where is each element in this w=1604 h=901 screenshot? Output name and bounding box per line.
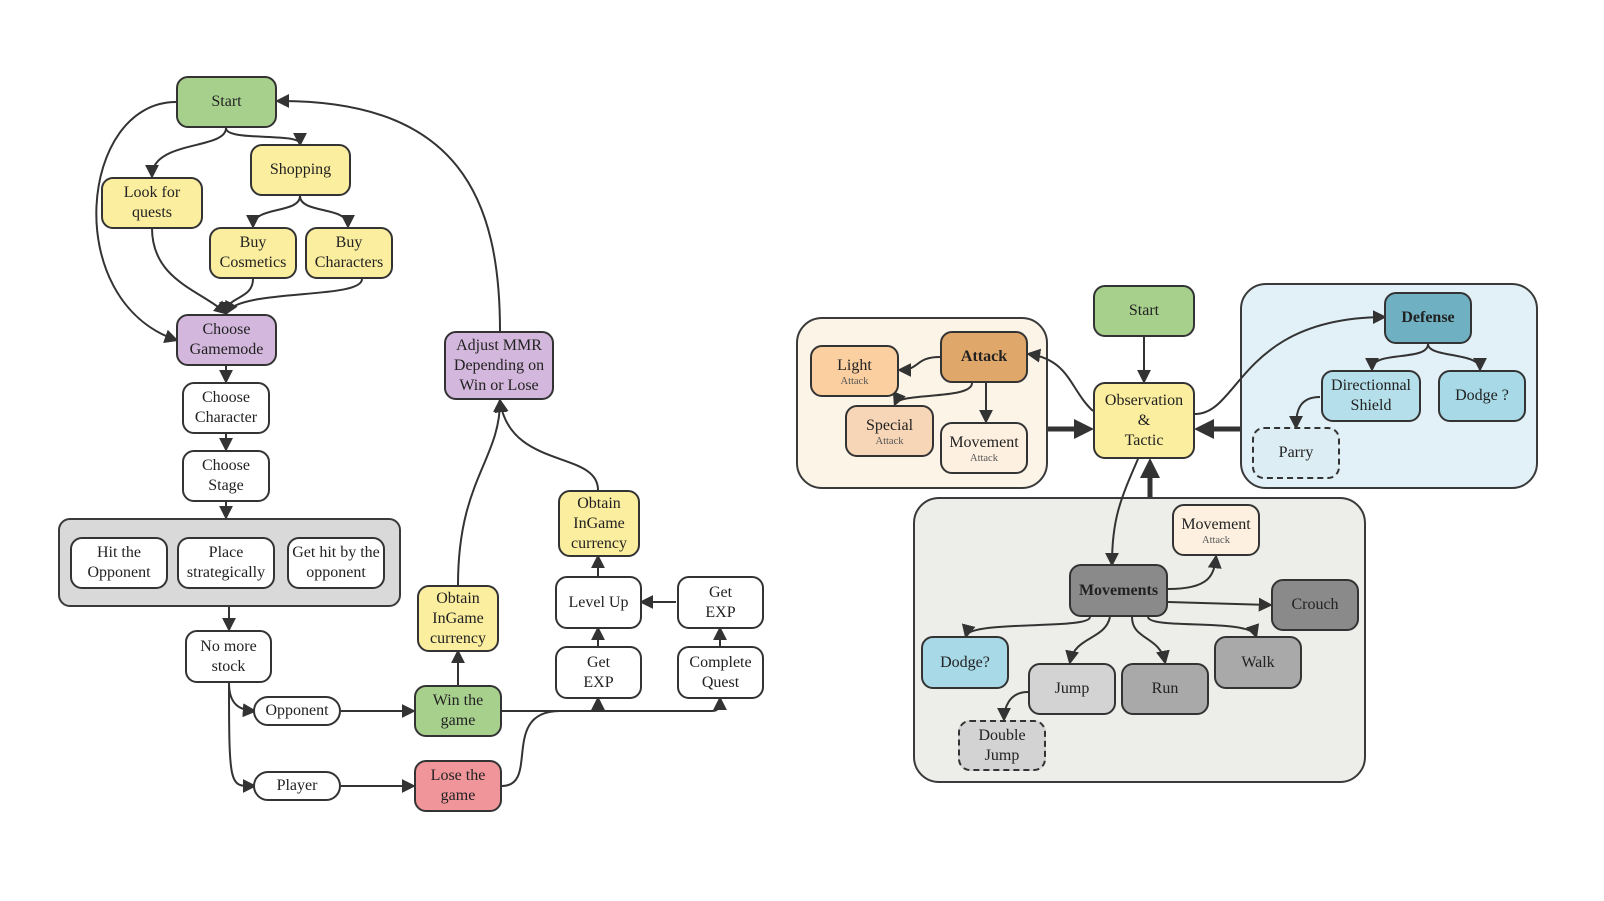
no-more-stock-label: No more stock [200,637,257,675]
lose-game-node: Lose the game [414,760,502,812]
attack-node: Attack [940,331,1028,383]
player-label: Player [276,777,318,794]
run-label: Run [1151,680,1179,697]
start-node: Start [176,76,277,128]
hit-opponent-label: Hit the Opponent [87,544,151,581]
walk-label: Walk [1241,653,1275,671]
player-node: Player [253,771,341,801]
choose-character-label: Choose Character [194,389,258,426]
get-exp-top-node: Get EXP [677,576,764,629]
observation-tactic-node: Observation & Tactic [1093,382,1195,459]
jump-node: Jump [1028,663,1116,715]
buy-cosmetics-node: Buy Cosmetics [209,227,297,279]
dodge-movement-label: Dodge? [940,653,990,671]
parry-label: Parry [1278,444,1314,461]
opponent-label: Opponent [265,702,329,719]
shopping-label: Shopping [269,161,332,178]
obtain-currency-label-2: Obtain InGame currency [571,494,627,552]
walk-node: Walk [1214,636,1302,689]
opponent-node: Opponent [253,696,341,726]
level-up-node: Level Up [555,576,642,629]
defense-node: Defense [1384,292,1472,344]
dodge-defense-label: Dodge ? [1455,387,1509,404]
crouch-label: Crouch [1291,596,1339,613]
movements-node: Movements [1069,564,1168,617]
win-game-node: Win the game [414,685,502,737]
hit-opponent-node: Hit the Opponent [70,537,168,589]
look-for-quests-node: Look for quests [101,177,203,229]
right-start-node: Start [1093,285,1195,337]
start-label: Start [211,93,242,110]
get-exp-bottom-label: Get EXP [583,653,614,691]
get-hit-node: Get hit by the opponent [287,537,385,589]
obtain-currency-node-2: Obtain InGame currency [558,490,640,557]
obtain-currency-label-1: Obtain InGame currency [430,589,486,647]
no-more-stock-node: No more stock [185,630,272,683]
get-exp-bottom-node: Get EXP [555,646,642,699]
directional-shield-label: Directionnal Shield [1331,377,1411,414]
directional-shield-node: Directionnal Shield [1321,370,1421,422]
movement-attack-sublabel: Attack [969,452,998,464]
special-attack-sublabel: Attack [875,435,904,447]
obtain-currency-node-1: Obtain InGame currency [417,585,499,652]
get-exp-top-label: Get EXP [705,583,736,621]
choose-gamemode-label: Choose Gamemode [189,321,264,358]
crouch-node: Crouch [1271,579,1359,631]
choose-character-node: Choose Character [182,382,270,434]
buy-characters-label: Buy Characters [314,234,384,271]
attack-label: Attack [960,348,1008,365]
observation-tactic-label: Observation & Tactic [1104,391,1184,449]
shopping-node: Shopping [250,144,351,196]
dodge-movement-node: Dodge? [921,636,1009,689]
light-attack-sublabel: Attack [840,375,869,387]
movement-attack-2-sublabel: Attack [1201,534,1230,546]
win-game-label: Win the game [432,692,484,729]
look-for-quests-label: Look for quests [123,184,181,221]
choose-gamemode-node: Choose Gamemode [176,314,277,366]
lose-game-label: Lose the game [430,767,486,804]
place-strategically-label: Place strategically [186,544,266,581]
complete-quest-label: Complete Quest [689,653,752,691]
right-start-label: Start [1128,302,1160,319]
light-attack-label: Light [837,356,872,374]
get-hit-label: Get hit by the opponent [292,544,380,581]
level-up-label: Level Up [568,593,629,611]
adjust-mmr-label: Adjust MMR Depending on Win or Lose [453,336,545,394]
choose-stage-label: Choose Stage [202,457,250,494]
movements-label: Movements [1078,581,1159,599]
run-node: Run [1121,663,1209,715]
double-jump-label: Double Jump [978,726,1026,764]
jump-label: Jump [1054,680,1090,697]
double-jump-node: Double Jump [958,720,1046,771]
defense-label: Defense [1401,309,1455,326]
place-strategically-node: Place strategically [177,537,275,589]
choose-stage-node: Choose Stage [182,450,270,502]
movement-attack-label: Movement [949,433,1019,451]
movement-attack-2-label: Movement [1181,515,1251,533]
buy-characters-node: Buy Characters [305,227,393,279]
dodge-defense-node: Dodge ? [1438,370,1526,422]
buy-cosmetics-label: Buy Cosmetics [219,234,287,271]
parry-node: Parry [1252,427,1340,479]
complete-quest-node: Complete Quest [677,646,764,699]
adjust-mmr-node: Adjust MMR Depending on Win or Lose [444,331,554,400]
special-attack-label: Special [865,416,914,434]
